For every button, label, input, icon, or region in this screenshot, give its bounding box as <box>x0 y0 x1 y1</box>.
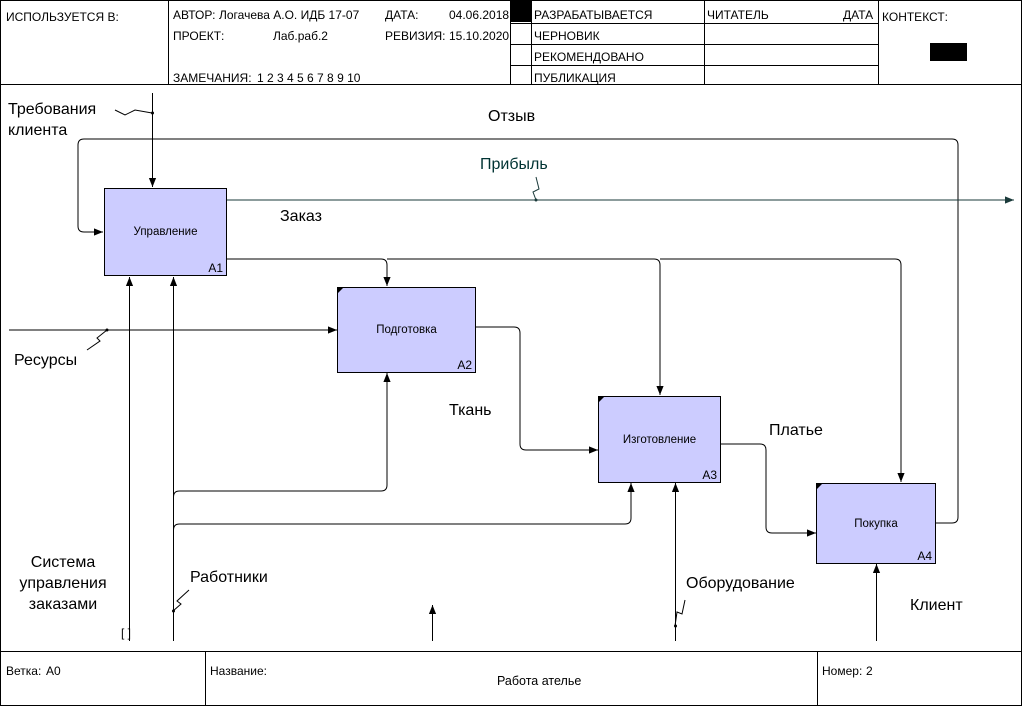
arrow-fabric <box>476 326 598 454</box>
box-a4-name: Покупка <box>854 517 898 530</box>
label-dress: Платье <box>769 422 823 439</box>
diagram-title: Работа ателье <box>497 674 582 688</box>
box-a4-corner <box>817 484 822 489</box>
label-workers: Работники <box>190 569 268 586</box>
arrow-a1-to-a4 <box>660 258 905 482</box>
context-label: КОНТЕКСТ: <box>882 10 948 24</box>
box-a1-number: A1 <box>208 261 223 275</box>
notes-value: 1 2 3 4 5 6 7 8 9 10 <box>257 71 361 85</box>
arrow-dress <box>721 443 816 537</box>
revision-label: РЕВИЗИЯ: <box>385 29 446 43</box>
title-label: Название: <box>210 664 267 678</box>
squiggle-equipment <box>674 599 686 627</box>
arrow-feedback <box>77 138 959 524</box>
label-order: Заказ <box>280 208 322 225</box>
box-a3[interactable]: Изготовление A3 <box>598 396 721 483</box>
node-label: Ветка: <box>6 664 42 678</box>
status-marker-filled <box>511 1 531 22</box>
reader-date-label: ДАТА <box>843 8 874 22</box>
author-label: АВТОР: <box>173 8 216 22</box>
box-a3-number: A3 <box>702 468 717 482</box>
squiggle-workers <box>172 589 190 612</box>
notes-label: ЗАМЕЧАНИЯ: <box>173 71 252 85</box>
arrow-workers-a3 <box>173 483 635 531</box>
status-working: РАЗРАБАТЫВАЕТСЯ <box>534 8 653 22</box>
date-value: 04.06.2018 <box>449 8 510 22</box>
author-value: Логачева А.О. ИДБ 17-07 <box>219 8 360 22</box>
arrow-a1-to-a3 <box>387 258 664 395</box>
label-feedback: Отзыв <box>488 108 536 125</box>
project-label: ПРОЕКТ: <box>173 29 225 43</box>
label-resources: Ресурсы <box>14 352 78 369</box>
label-client: Клиент <box>910 597 963 614</box>
box-a1[interactable]: Управление A1 <box>104 188 227 276</box>
project-value: Лаб.раб.2 <box>273 29 328 43</box>
box-a2[interactable]: Подготовка A2 <box>337 287 476 373</box>
reader-label: ЧИТАТЕЛЬ <box>707 8 769 22</box>
status-recommended: РЕКОМЕНДОВАНО <box>534 50 644 64</box>
context-thumbnail <box>930 43 967 61</box>
box-a2-name: Подготовка <box>376 324 437 336</box>
label-profit: Прибыль <box>480 156 548 173</box>
label-requirements: Требования клиента <box>8 101 97 139</box>
box-a3-corner <box>599 397 604 402</box>
label-fabric: Ткань <box>449 402 492 419</box>
squiggle-profit <box>532 176 540 201</box>
number-value: 2 <box>866 664 873 678</box>
squiggle-resources <box>86 329 108 351</box>
label-equipment: Оборудование <box>686 575 795 592</box>
label-oms: Система управления заказами <box>19 554 107 613</box>
revision-value: 15.10.2020 <box>449 29 510 43</box>
used-in-label: ИСПОЛЬЗУЕТСЯ В: <box>6 10 119 24</box>
box-a1-name: Управление <box>133 226 198 238</box>
date-label: ДАТА: <box>385 8 419 22</box>
status-publication: ПУБЛИКАЦИЯ <box>534 71 616 85</box>
box-a4-number: A4 <box>917 549 932 563</box>
arrow-workers-a2 <box>173 373 391 498</box>
tunnel-mark: [ ] <box>121 626 132 640</box>
box-a4[interactable]: Покупка A4 <box>816 483 936 564</box>
number-label: Номер: <box>822 664 863 678</box>
node-value: A0 <box>46 664 61 678</box>
box-a3-name: Изготовление <box>622 433 697 446</box>
status-draft: ЧЕРНОВИК <box>534 29 600 43</box>
squiggle-requirements <box>114 109 153 116</box>
box-a2-number: A2 <box>457 358 472 372</box>
arrow-a1-to-a2 <box>227 258 391 286</box>
box-a2-corner <box>338 288 343 293</box>
